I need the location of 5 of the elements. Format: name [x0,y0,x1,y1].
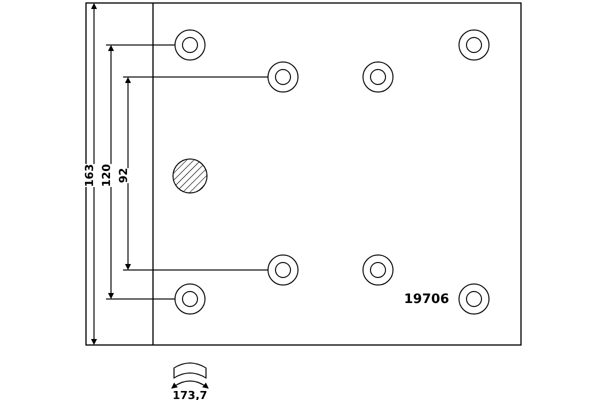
dimension-value: 173,7 [172,390,208,400]
dimension-value: 120 [100,164,112,186]
dimension-value: 92 [118,167,129,183]
dimension-value: 163 [83,164,94,186]
part-number: 19706 [404,293,450,306]
